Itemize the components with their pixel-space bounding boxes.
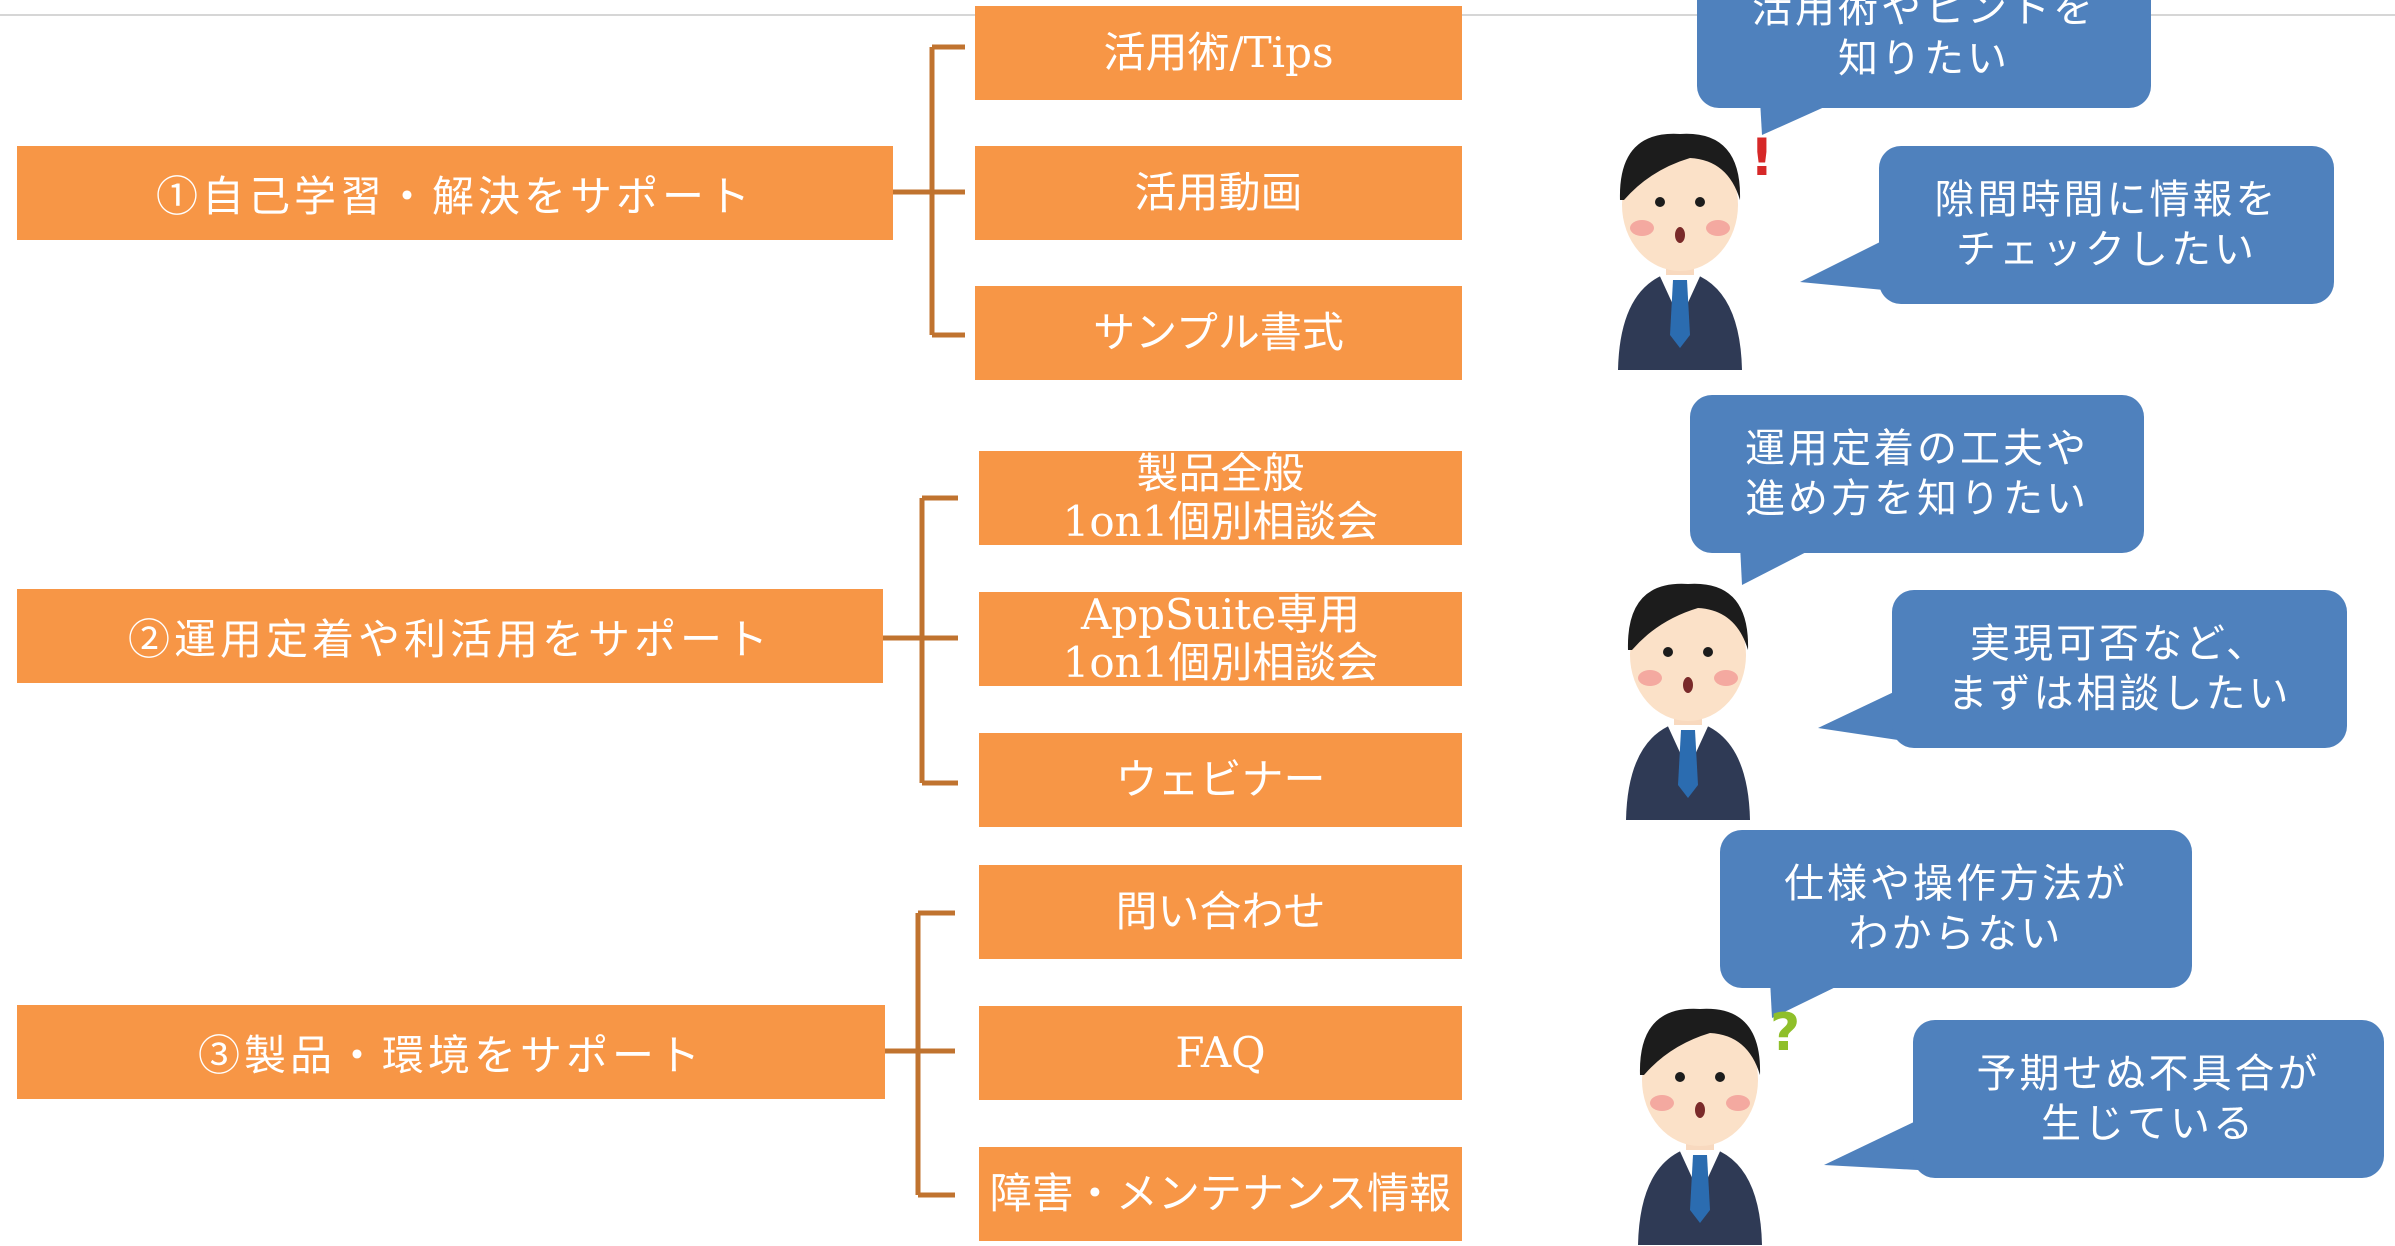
- item-faq-label: FAQ: [1175, 1028, 1266, 1077]
- speech-bubble-tail-2: [1800, 240, 1884, 290]
- item-videos-label: 活用動画: [1134, 168, 1303, 217]
- category-self-learning: ①自己学習・解決をサポート: [17, 146, 893, 240]
- item-webinar[interactable]: ウェビナー: [979, 733, 1462, 827]
- speech-bubble-5-line1: 仕様や操作方法が: [1784, 861, 2128, 907]
- item-maintenance-info[interactable]: 障害・メンテナンス情報: [979, 1147, 1462, 1241]
- speech-bubble-2: 隙間時間に情報を チェックしたい: [1879, 146, 2334, 304]
- businessman-thinking-icon: [1626, 583, 1750, 820]
- speech-bubble-1-line2: 知りたい: [1838, 36, 2010, 82]
- item-inquiry-label: 問い合わせ: [1115, 887, 1326, 936]
- item-tips-label: 活用術/Tips: [1103, 28, 1334, 77]
- category-product-env: ③製品・環境をサポート: [17, 1005, 885, 1099]
- item-appsuite-consultation[interactable]: AppSuite専用 1on1個別相談会: [979, 590, 1462, 687]
- item-tips[interactable]: 活用術/Tips: [975, 6, 1462, 100]
- speech-bubble-1: 活用術やヒントを 知りたい: [1697, 0, 2151, 108]
- speech-bubble-tail-3: [1740, 545, 1820, 585]
- speech-bubble-2-line2: チェックしたい: [1956, 227, 2257, 273]
- item-appsuite-consultation-line2: 1on1個別相談会: [1062, 638, 1379, 687]
- svg-text:!: !: [1750, 128, 1774, 188]
- speech-bubble-2-line1: 隙間時間に情報を: [1934, 177, 2279, 223]
- speech-bubble-tail-4: [1818, 690, 1898, 740]
- speech-bubble-5: 仕様や操作方法が わからない: [1720, 830, 2192, 988]
- speech-bubble-3-line2: 進め方を知りたい: [1745, 476, 2089, 522]
- svg-text:?: ?: [1770, 1003, 1800, 1063]
- item-sample-forms[interactable]: サンプル書式: [975, 286, 1462, 380]
- speech-bubble-5-line2: わからない: [1848, 911, 2064, 957]
- item-general-consultation-line1: 製品全般: [1136, 449, 1305, 498]
- speech-bubble-6-line1: 予期せぬ不具合が: [1976, 1051, 2321, 1097]
- item-appsuite-consultation-line1: AppSuite専用: [1080, 590, 1361, 639]
- speech-bubble-3-line1: 運用定着の工夫や: [1745, 426, 2089, 472]
- speech-bubble-4-line1: 実現可否など、: [1970, 621, 2269, 667]
- category-operation: ②運用定着や利活用をサポート: [17, 589, 883, 683]
- item-maintenance-info-label: 障害・メンテナンス情報: [989, 1169, 1452, 1218]
- speech-bubble-4-line2: まずは相談したい: [1947, 671, 2292, 717]
- speech-bubble-tail-6: [1824, 1120, 1918, 1170]
- item-videos[interactable]: 活用動画: [975, 146, 1462, 240]
- speech-bubble-1-line1: 活用術やヒントを: [1752, 0, 2096, 32]
- speech-bubble-tail-5: [1770, 980, 1850, 1018]
- businessman-surprised-icon: !: [1618, 128, 1774, 370]
- item-webinar-label: ウェビナー: [1115, 755, 1326, 804]
- item-general-consultation-line2: 1on1個別相談会: [1062, 497, 1379, 546]
- speech-bubble-tail-1: [1760, 100, 1840, 135]
- speech-bubble-4: 実現可否など、 まずは相談したい: [1892, 590, 2347, 748]
- speech-bubble-3: 運用定着の工夫や 進め方を知りたい: [1690, 395, 2144, 553]
- speech-bubble-6: 予期せぬ不具合が 生じている: [1913, 1020, 2384, 1178]
- item-sample-forms-label: サンプル書式: [1093, 308, 1344, 357]
- item-general-consultation[interactable]: 製品全般 1on1個別相談会: [979, 449, 1462, 546]
- speech-bubble-6-line2: 生じている: [2041, 1101, 2256, 1147]
- item-faq[interactable]: FAQ: [979, 1006, 1462, 1100]
- item-inquiry[interactable]: 問い合わせ: [979, 865, 1462, 959]
- businessman-confused-icon: ?: [1638, 1003, 1800, 1245]
